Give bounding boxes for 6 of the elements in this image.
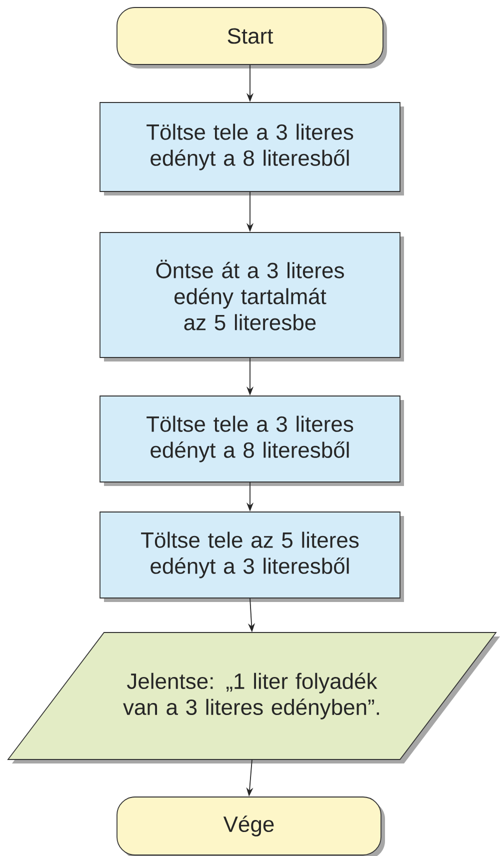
process-box: Töltse tele az 5 literes edényt a 3 literesből	[100, 512, 404, 602]
process-box: Töltse tele a 3 literes edényt a 8 literesből	[100, 102, 404, 196]
process-box: Töltse tele a 3 literes edényt a 8 literesből	[100, 396, 404, 486]
terminal-box: Vége	[116, 796, 385, 856]
process-box: Öntse át a 3 literes edény tartalmát az 5 literesbe	[100, 232, 404, 362]
terminal-box: Start	[116, 7, 387, 68]
